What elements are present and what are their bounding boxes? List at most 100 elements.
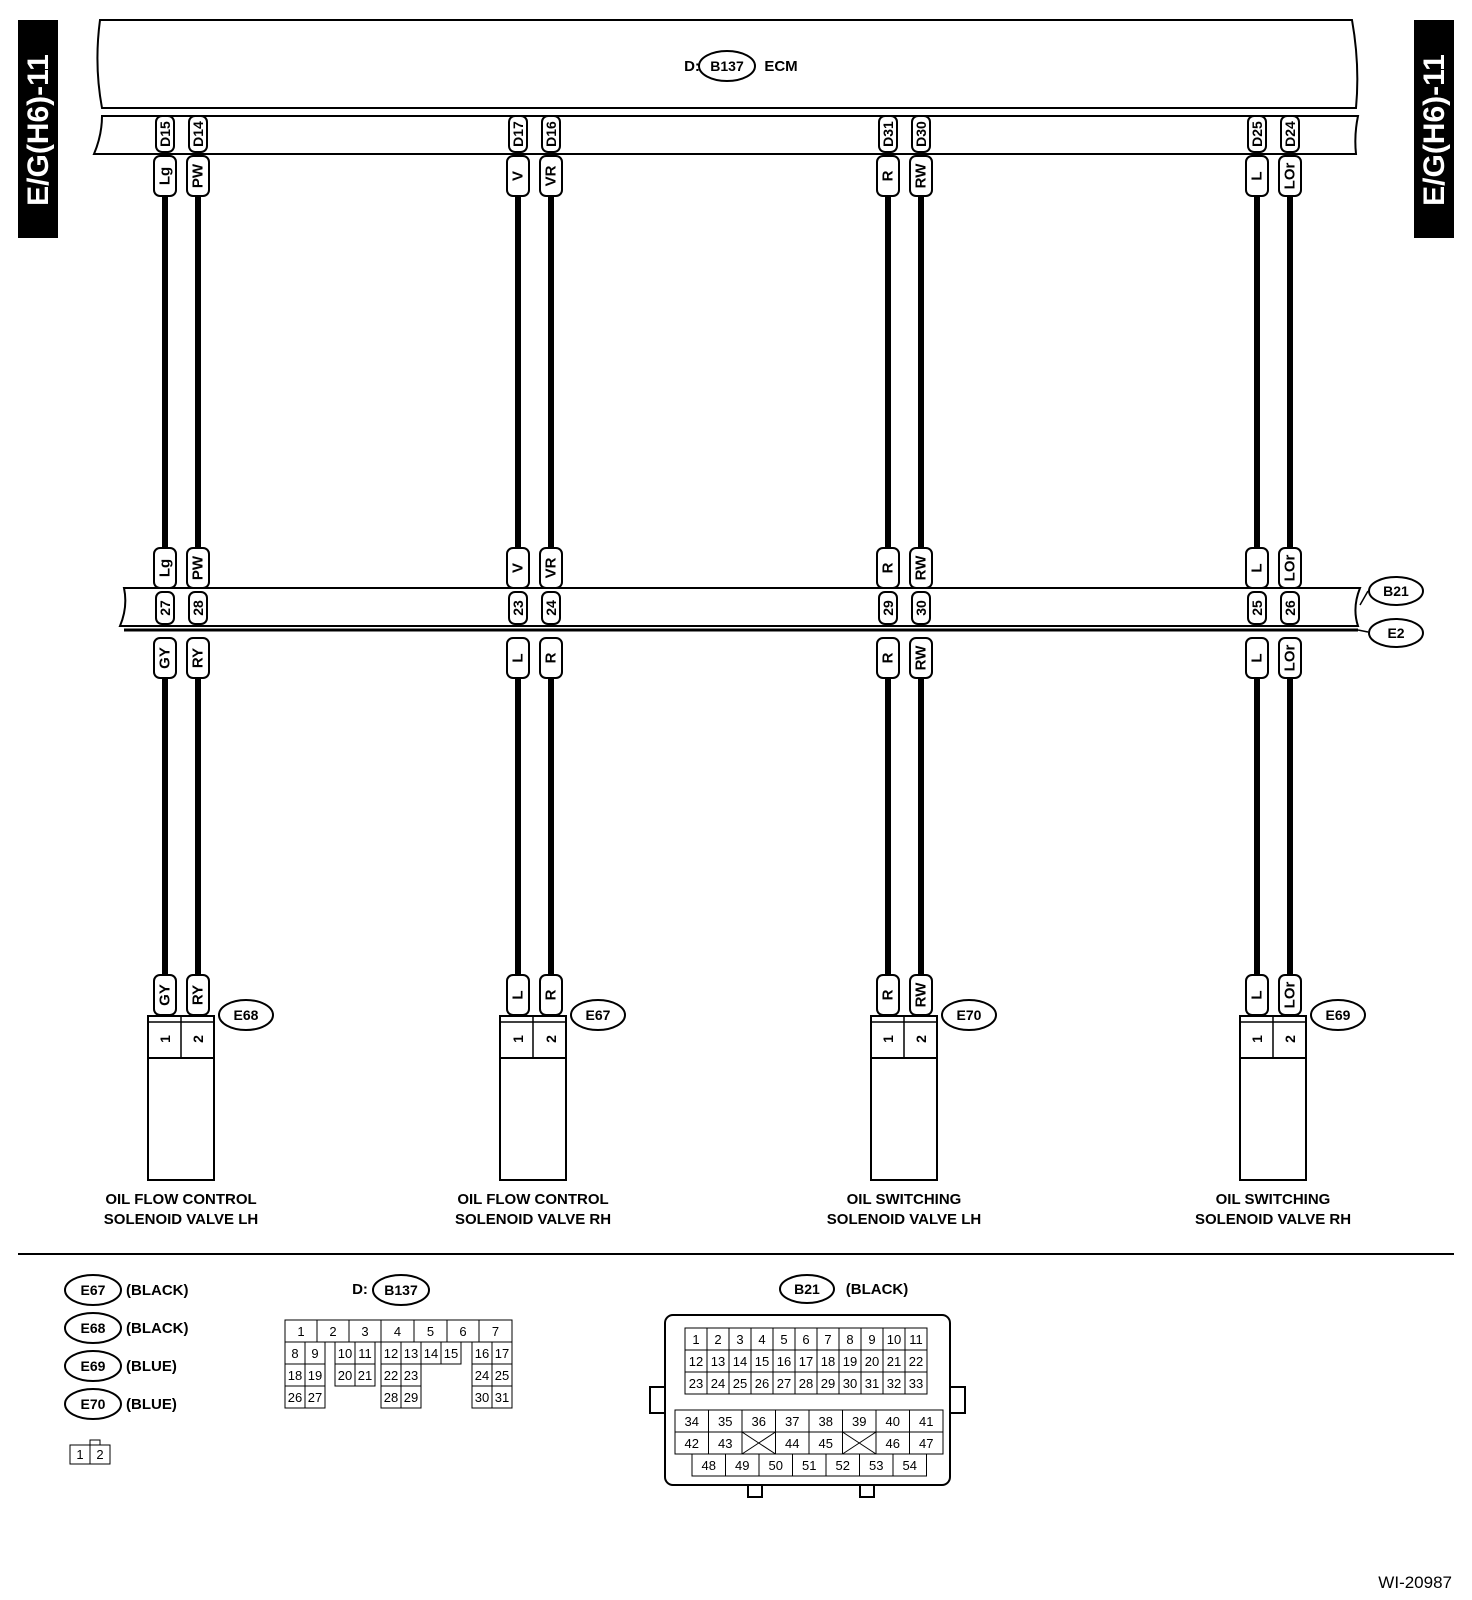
b137-pin: 10	[338, 1346, 352, 1361]
ecm-pin-label: D16	[543, 121, 559, 147]
b21-pin: 14	[733, 1354, 747, 1369]
joint-upper-id: B21	[1383, 583, 1409, 599]
b21-pin: 37	[785, 1414, 799, 1429]
b21-pin: 11	[909, 1332, 923, 1347]
b21-pin: 44	[785, 1436, 799, 1451]
device-pin-label: 2	[190, 1035, 206, 1043]
ecm-pin-label: D24	[1282, 121, 1298, 147]
wire-color-tag: PW	[190, 555, 207, 580]
b21-pin: 24	[711, 1376, 725, 1391]
wire-color-tag: R	[880, 170, 897, 181]
b137-pin: 15	[444, 1346, 458, 1361]
device-label-line2: SOLENOID VALVE LH	[104, 1211, 258, 1228]
device-pin-label: 2	[913, 1035, 929, 1043]
b21-pin: 22	[909, 1354, 923, 1369]
b21-pin: 26	[755, 1376, 769, 1391]
wire-color-tag: PW	[190, 163, 207, 188]
b21-pin: 54	[903, 1458, 917, 1473]
small-connector-pin-2: 2	[96, 1447, 103, 1462]
b21-pin: 35	[718, 1414, 732, 1429]
b21-pin: 12	[689, 1354, 703, 1369]
joint-lower-id: E2	[1387, 625, 1404, 641]
wire-color-tag: V	[510, 171, 527, 181]
ecm-pin-label: D30	[913, 121, 929, 147]
b21-pin: 32	[887, 1376, 901, 1391]
device-label-line1: OIL SWITCHING	[847, 1191, 962, 1208]
b137-pin: 14	[424, 1346, 438, 1361]
device-pin-label: 1	[157, 1035, 173, 1043]
joint-pin-label: 28	[190, 600, 206, 616]
wire-color-tag: L	[510, 990, 527, 999]
wire-color-tag: L	[510, 653, 527, 662]
device-pin-label: 1	[510, 1035, 526, 1043]
ecm-block: D: B137 ECM	[92, 19, 1360, 155]
legend-connector-id: E68	[81, 1320, 106, 1336]
b21-pin: 27	[777, 1376, 791, 1391]
b137-pin: 13	[404, 1346, 418, 1361]
b137-pin: 31	[495, 1390, 509, 1405]
legend-connector-id: E69	[81, 1358, 106, 1374]
device-label-line2: SOLENOID VALVE RH	[455, 1211, 611, 1228]
b137-pin: 26	[288, 1390, 302, 1405]
b137-pin: 18	[288, 1368, 302, 1383]
wire-color-tag: LOr	[1282, 645, 1299, 672]
joint-connector: B21 E2	[118, 576, 1424, 648]
wire-color-tag: L	[1249, 563, 1266, 572]
b137-pin: 9	[311, 1346, 318, 1361]
b137-pin: 30	[475, 1390, 489, 1405]
joint-pin-label: 29	[880, 600, 896, 616]
b21-pin: 4	[758, 1332, 765, 1347]
b137-pin: 8	[291, 1346, 298, 1361]
b137-pin: 2	[329, 1324, 336, 1339]
legend-connector-id: E67	[81, 1282, 106, 1298]
b137-pin: 21	[358, 1368, 372, 1383]
b21-pin: 19	[843, 1354, 857, 1369]
ecm-pin-label: D14	[190, 121, 206, 147]
legend-connector-color: (BLUE)	[126, 1396, 177, 1413]
b21-pin: 25	[733, 1376, 747, 1391]
b137-pin: 22	[384, 1368, 398, 1383]
device-connector-id: E69	[1326, 1007, 1351, 1023]
b137-pin: 20	[338, 1368, 352, 1383]
wire-color-tag: GY	[157, 984, 174, 1006]
legend-connector-color: (BLACK)	[126, 1282, 188, 1299]
side-tab-right-label: E/G(H6)-11	[1418, 54, 1451, 206]
b21-pin: 15	[755, 1354, 769, 1369]
solenoid-valve-body	[499, 1057, 567, 1181]
wire-color-tag: RW	[913, 982, 930, 1008]
b21-pin: 41	[919, 1414, 933, 1429]
b21-pin: 21	[887, 1354, 901, 1369]
device-label-line2: SOLENOID VALVE RH	[1195, 1211, 1351, 1228]
b21-pin: 13	[711, 1354, 725, 1369]
b21-pin: 48	[702, 1458, 716, 1473]
b137-pin: 1	[297, 1324, 304, 1339]
wire-color-tag: RW	[913, 555, 930, 581]
b137-pin: 27	[308, 1390, 322, 1405]
b137-pin: 17	[495, 1346, 509, 1361]
wire-color-tag: Lg	[157, 167, 174, 185]
b21-pin: 6	[802, 1332, 809, 1347]
b21-pin: 3	[736, 1332, 743, 1347]
b137-pin: 19	[308, 1368, 322, 1383]
side-tab-left-label: E/G(H6)-11	[22, 54, 55, 206]
solenoid-valve-body	[1239, 1057, 1307, 1181]
b21-pin: 7	[824, 1332, 831, 1347]
b21-pin: 31	[865, 1376, 879, 1391]
b21-pin: 28	[799, 1376, 813, 1391]
b21-pin: 20	[865, 1354, 879, 1369]
device-label-line1: OIL FLOW CONTROL	[457, 1191, 608, 1208]
wire-color-tag: L	[1249, 990, 1266, 999]
b137-pin: 24	[475, 1368, 489, 1383]
b21-pin: 45	[819, 1436, 833, 1451]
b137-pin: 12	[384, 1346, 398, 1361]
b21-id: B21	[794, 1281, 820, 1297]
device-pin-label: 2	[1282, 1035, 1298, 1043]
b137-pin: 7	[492, 1324, 499, 1339]
device-label-line1: OIL FLOW CONTROL	[105, 1191, 256, 1208]
